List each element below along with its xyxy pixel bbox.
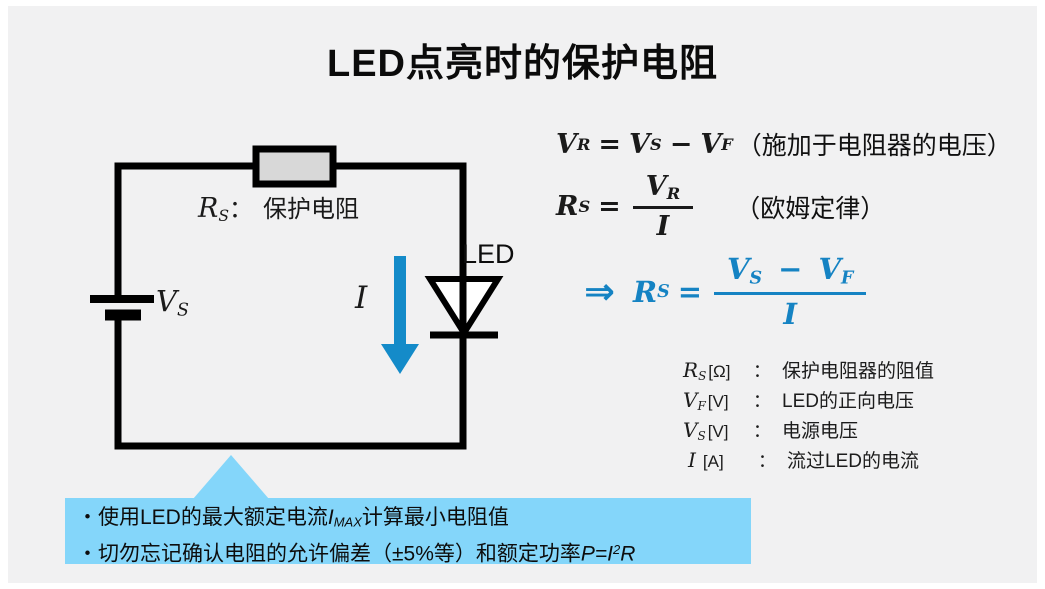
f3-v1-sub: S xyxy=(657,281,670,302)
legend-sub-rs: S xyxy=(698,369,707,383)
f1-v3-sub: F xyxy=(721,134,733,154)
f3-minus: − xyxy=(778,252,803,286)
note-box: ・使用LED的最大额定电流IMAX计算最小电阻值 ・切勿忘记确认电阻的允许偏差（… xyxy=(65,498,751,565)
variable-legend: RS[Ω] ： 保护电阻器的阻值 VF[V] ： LED的正向电压 VS[V] … xyxy=(683,356,934,476)
f3-den: I xyxy=(783,296,797,331)
legend-colon-vs: ： xyxy=(753,421,771,441)
legend-row-i: I [A] ： 流过LED的电流 xyxy=(683,446,934,476)
current-label: I xyxy=(355,280,367,316)
legend-colon-i: ： xyxy=(758,451,776,471)
f2-v1: R xyxy=(556,191,579,223)
note2-text: ・切勿忘记确认电阻的允许偏差（±5%等）和额定功率 xyxy=(77,542,581,566)
resistor-var-sub: S xyxy=(218,206,230,225)
resistor-colon: ： xyxy=(229,196,254,223)
f3-fraction: VS − VF I xyxy=(714,252,867,331)
callout-triangle-icon xyxy=(193,455,269,499)
legend-var-i: I xyxy=(688,448,696,472)
legend-unit-vs: [V] xyxy=(707,422,729,441)
f1-v2: V xyxy=(629,128,650,160)
source-voltage-label: VS xyxy=(156,284,189,320)
resistor-var: R xyxy=(198,193,219,224)
f2-num-sub: R xyxy=(666,184,681,204)
f3-v1: R xyxy=(633,274,658,309)
f2-v1-sub: S xyxy=(578,197,591,217)
f3-n1-sub: S xyxy=(749,268,763,289)
note1-text-end: 计算最小电阻值 xyxy=(361,506,509,529)
f2-den: I xyxy=(656,211,670,243)
note-line-2: ・切勿忘记确认电阻的允许偏差（±5%等）和额定功率P=I2R xyxy=(77,536,739,568)
resistor-label: RS： 保护电阻 xyxy=(198,189,359,225)
f2-fraction: VR I xyxy=(632,171,694,243)
led-diode-icon xyxy=(424,276,504,339)
note2-formula-sup: 2 xyxy=(612,541,621,557)
note1-var-sub: MAX xyxy=(333,514,362,530)
battery-icon xyxy=(90,295,154,321)
note2-formula: P=I xyxy=(580,542,613,566)
f2-note: （欧姆定律） xyxy=(735,194,886,223)
note2-formula-end: R xyxy=(620,542,636,566)
legend-colon-vf: ： xyxy=(753,391,771,411)
f2-equals: = xyxy=(598,191,621,223)
legend-unit-i: [A] xyxy=(702,452,724,471)
f1-note: （施加于电阻器的电压） xyxy=(736,132,1012,160)
legend-unit-vf: [V] xyxy=(707,392,729,411)
legend-sub-vf: F xyxy=(697,399,706,413)
legend-var-rs: R xyxy=(683,358,699,382)
legend-desc-i: 流过LED的电流 xyxy=(787,451,919,472)
legend-row-rs: RS[Ω] ： 保护电阻器的阻值 xyxy=(683,356,934,386)
f3-n1: V xyxy=(727,252,750,286)
f1-minus: − xyxy=(669,128,693,160)
legend-var-vf: V xyxy=(683,388,698,412)
resistor-icon xyxy=(252,145,337,188)
f1-v1-sub: R xyxy=(576,134,591,154)
legend-row-vf: VF[V] ： LED的正向电压 xyxy=(683,386,934,416)
legend-desc-rs: 保护电阻器的阻值 xyxy=(782,361,935,382)
current-var: I xyxy=(355,280,368,316)
f1-equals: = xyxy=(598,128,622,160)
note1-text: ・使用LED的最大额定电流 xyxy=(77,506,328,529)
f1-v3: V xyxy=(700,128,722,160)
f3-equals: = xyxy=(677,274,702,309)
f1-v2-sub: S xyxy=(649,134,662,154)
double-arrow-right-icon: ⇒ xyxy=(584,270,616,314)
source-var: V xyxy=(156,284,177,318)
current-arrow-icon xyxy=(381,256,419,374)
f1-v1: V xyxy=(556,128,577,160)
legend-desc-vs: 电源电压 xyxy=(782,421,859,442)
f2-num: V xyxy=(645,171,667,202)
f3-n2-sub: F xyxy=(841,268,854,289)
note-line-1: ・使用LED的最大额定电流IMAX计算最小电阻值 xyxy=(77,504,739,536)
f3-n2: V xyxy=(818,252,842,286)
source-var-sub: S xyxy=(176,300,189,321)
legend-var-vs: V xyxy=(683,418,698,442)
note1-var: I xyxy=(327,506,334,529)
page-title: LED点亮时的保护电阻 xyxy=(326,43,718,85)
legend-colon-rs: ： xyxy=(753,361,771,381)
legend-unit-rs: [Ω] xyxy=(708,362,731,381)
resistor-desc: 保护电阻 xyxy=(263,196,360,223)
circuit-diagram xyxy=(90,145,504,450)
legend-sub-vs: S xyxy=(697,429,706,443)
led-label: LED xyxy=(462,239,515,269)
legend-desc-vf: LED的正向电压 xyxy=(782,391,914,412)
legend-row-vs: VS[V] ： 电源电压 xyxy=(683,416,934,446)
